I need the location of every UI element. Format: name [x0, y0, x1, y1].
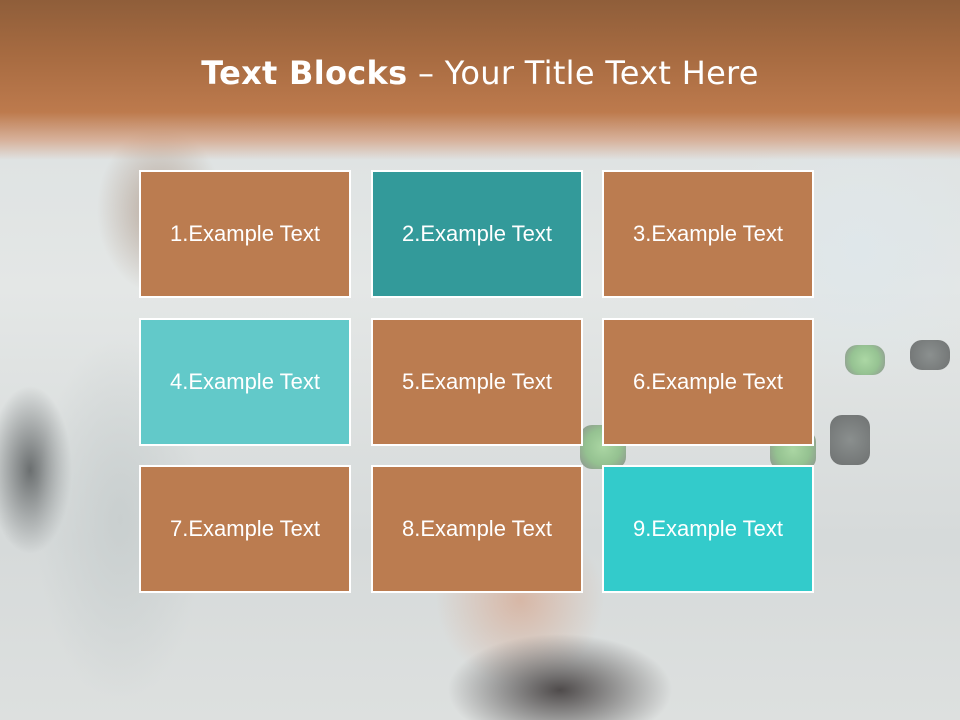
text-block-8[interactable]: 8.Example Text [371, 465, 583, 593]
title-rest: Your Title Text Here [444, 54, 759, 92]
text-block-4[interactable]: 4.Example Text [139, 318, 351, 446]
text-block-5[interactable]: 5.Example Text [371, 318, 583, 446]
text-block-2[interactable]: 2.Example Text [371, 170, 583, 298]
dumbbell-image [845, 345, 885, 375]
text-block-1[interactable]: 1.Example Text [139, 170, 351, 298]
title-bold: Text Blocks [201, 54, 408, 92]
text-block-7[interactable]: 7.Example Text [139, 465, 351, 593]
text-block-6[interactable]: 6.Example Text [602, 318, 814, 446]
text-block-3[interactable]: 3.Example Text [602, 170, 814, 298]
slide-title: Text Blocks – Your Title Text Here [0, 54, 960, 92]
dumbbell-image [830, 415, 870, 465]
title-separator: – [417, 54, 435, 92]
text-block-9[interactable]: 9.Example Text [602, 465, 814, 593]
header-band [0, 0, 960, 160]
dumbbell-image [910, 340, 950, 370]
